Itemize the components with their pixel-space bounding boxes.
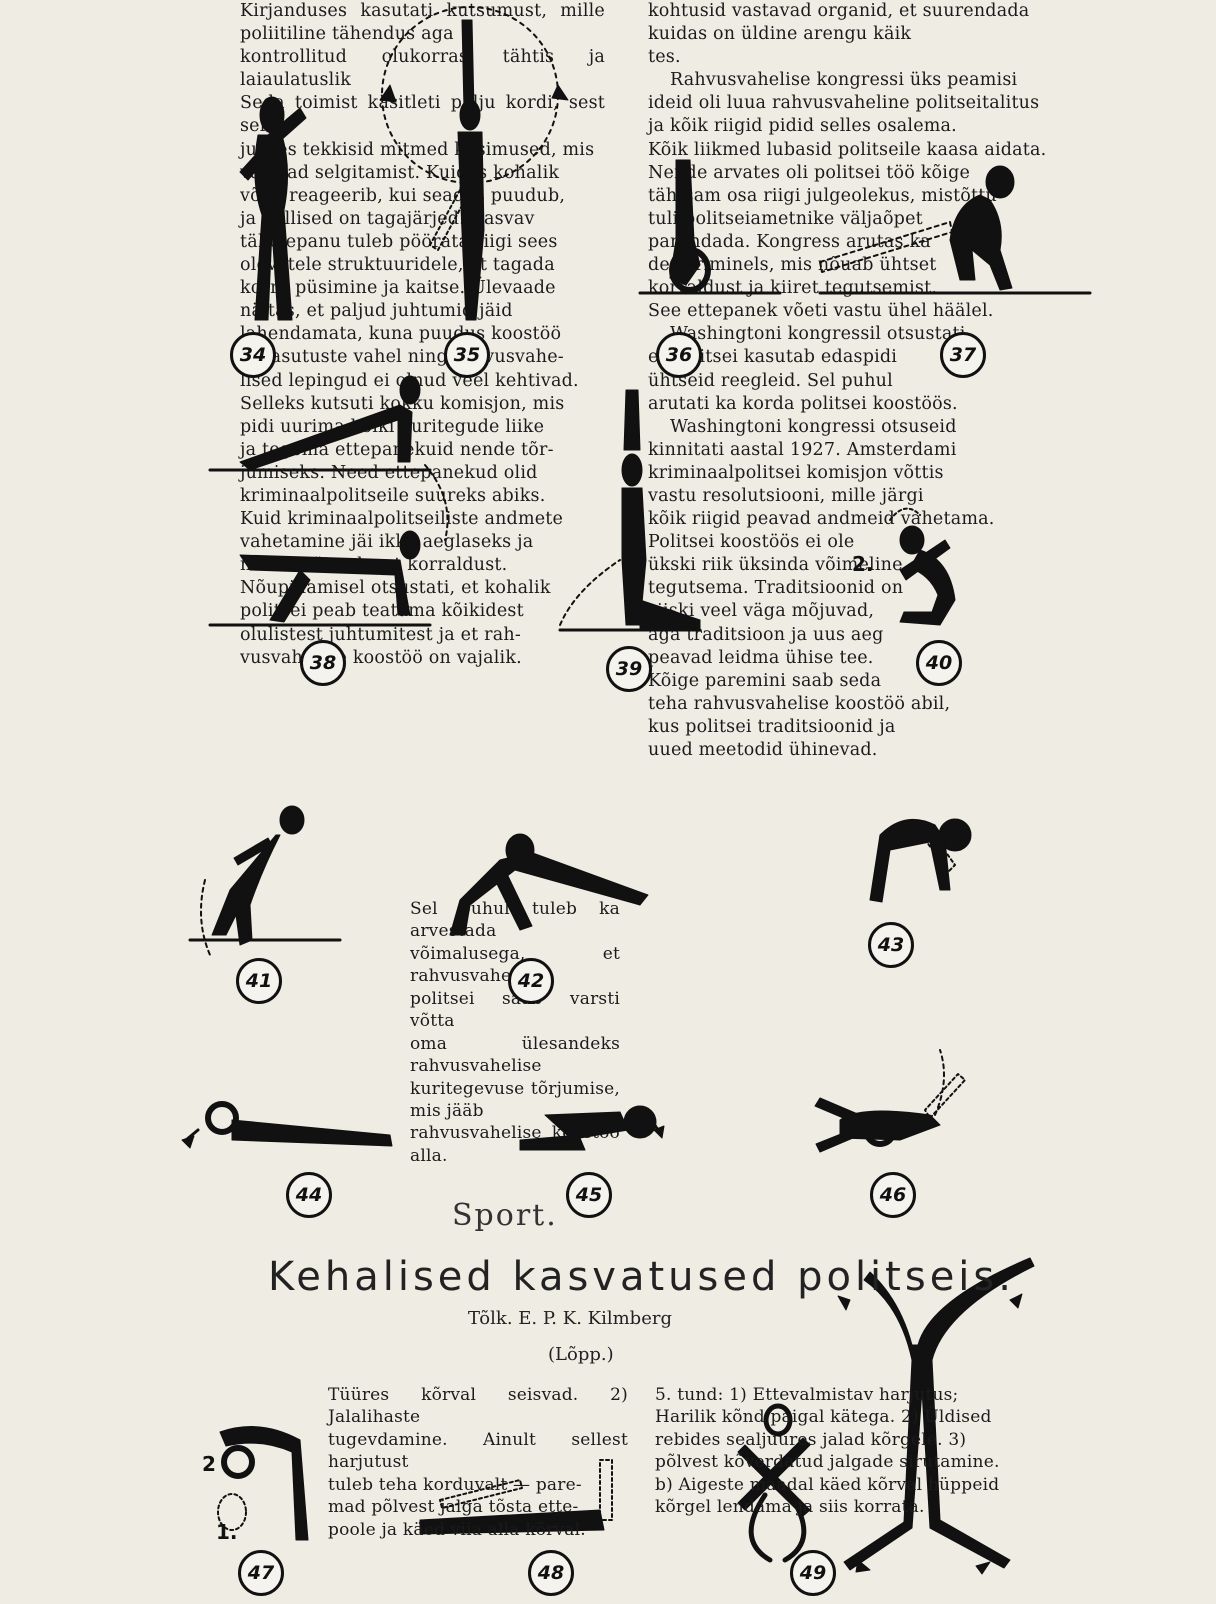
figure-label-49: 49 (790, 1550, 836, 1596)
figure-44 (182, 1104, 392, 1148)
figure-label-42: 42 (508, 958, 554, 1004)
step-label: 1. (216, 1520, 238, 1544)
figure-39 (560, 390, 700, 630)
figure-46 (815, 1050, 965, 1152)
paragraph: poole ja käed viia alla kõrval. (328, 1519, 628, 1541)
paragraph: kõrgel lendama ja siis korrata. (655, 1496, 1200, 1518)
figure-label-40: 40 (916, 640, 962, 686)
article-text-middle: Tüüres kõrval seisvad. 2) Jalalihaste tu… (328, 1384, 628, 1541)
figure-label-35: 35 (444, 332, 490, 378)
paragraph: 5. tund: 1) Ettevalmistav harjutus; (655, 1384, 1200, 1406)
figure-label-44: 44 (286, 1172, 332, 1218)
figure-label-43: 43 (868, 922, 914, 968)
article-byline: Tõlk. E. P. K. Kilmberg (468, 1308, 672, 1329)
figure-label-41: 41 (236, 958, 282, 1004)
figure-label-38: 38 (300, 640, 346, 686)
figure-45 (520, 1106, 664, 1150)
paragraph: tuleb teha korduvalt — pare- (328, 1474, 628, 1496)
figure-40 (890, 509, 955, 625)
paragraph: põlvest kõverdatud jalgade sirutamine. (655, 1451, 1200, 1473)
figure-label-45: 45 (566, 1172, 612, 1218)
figure-label-48: 48 (528, 1550, 574, 1596)
figure-37 (820, 166, 1090, 293)
figure-41 (190, 806, 340, 955)
paragraph: rebides sealjuures jalad kõrgele. 3) (655, 1429, 1200, 1451)
figure-label-36: 36 (656, 332, 702, 378)
paragraph: b) Aigeste maadal käed kõrval hüppeid (655, 1474, 1200, 1496)
step-label: 2. (852, 552, 874, 576)
figure-35 (380, 7, 568, 320)
article-title: Kehalised kasvatused politseis. (268, 1254, 1015, 1300)
figure-34 (240, 97, 306, 320)
figure-38 (210, 376, 448, 625)
figure-label-37: 37 (940, 332, 986, 378)
step-label: 2 (202, 1452, 216, 1476)
paragraph: tugevdamine. Ainult sellest harjutust (328, 1429, 628, 1474)
section-heading: Sport. (452, 1198, 558, 1233)
figure-label-46: 46 (870, 1172, 916, 1218)
figure-label-39: 39 (606, 646, 652, 692)
paragraph: Tüüres kõrval seisvad. 2) Jalalihaste (328, 1384, 628, 1429)
article-part: (Lõpp.) (548, 1344, 614, 1365)
figure-label-34: 34 (230, 332, 276, 378)
figure-43 (870, 819, 971, 902)
figure-36 (640, 160, 780, 293)
figure-label-47: 47 (238, 1550, 284, 1596)
figure-42 (450, 834, 648, 935)
paragraph: Harilik kõnd paigal kätega. 2) Üldised (655, 1406, 1200, 1428)
paragraph: mad põlvest jalga tõsta ette- (328, 1496, 628, 1518)
article-text-upper: 5. tund: 1) Ettevalmistav harjutus; Hari… (655, 1384, 1200, 1519)
